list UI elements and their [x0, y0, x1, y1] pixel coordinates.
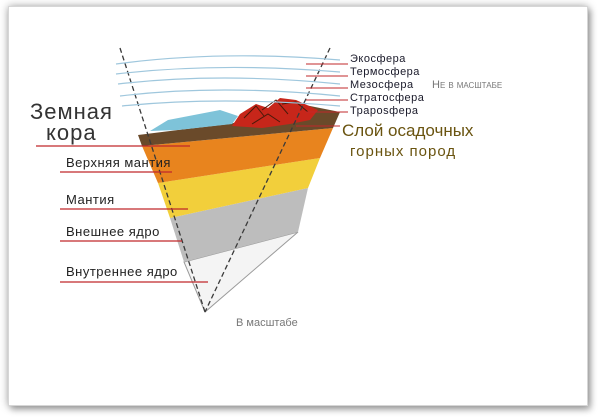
right-leader-lines	[296, 63, 348, 127]
cone-boundary-right	[204, 47, 331, 313]
outer-core-layer	[170, 188, 308, 262]
label-inner-core: Внутреннее ядро	[66, 264, 178, 279]
label-upper-mantle: Верхняя мантия	[66, 155, 171, 170]
left-leader-lines	[36, 145, 208, 283]
label-exosphere: Экосфера	[350, 53, 406, 65]
label-mesosphere: Мезосфера	[350, 79, 414, 91]
volcano-lava	[232, 98, 318, 128]
mountain-ridges	[243, 99, 309, 125]
label-outer-core: Внешнее ядро	[66, 224, 160, 239]
atmosphere-arcs	[115, 55, 341, 107]
label-troposphere: Траposфера	[350, 105, 419, 117]
label-mantle: Мантия	[66, 192, 115, 207]
not-to-scale-note: Не в масштабе	[432, 79, 502, 91]
upper-mantle-layer	[142, 128, 333, 183]
crust-label-line2: кора	[46, 120, 97, 145]
label-thermosphere: Термосфера	[350, 66, 420, 78]
cone-boundary-left	[119, 47, 206, 313]
sediment-label-line1: Слой осадочных	[342, 121, 474, 140]
mantle-layer	[158, 158, 320, 218]
sediment-label-line2: горных пород	[350, 143, 456, 160]
label-stratosphere: Стратосфера	[350, 92, 425, 104]
to-scale-note: В масштабе	[236, 317, 298, 329]
crust-label-line1: Земная	[30, 99, 113, 124]
ocean-water	[150, 110, 238, 131]
